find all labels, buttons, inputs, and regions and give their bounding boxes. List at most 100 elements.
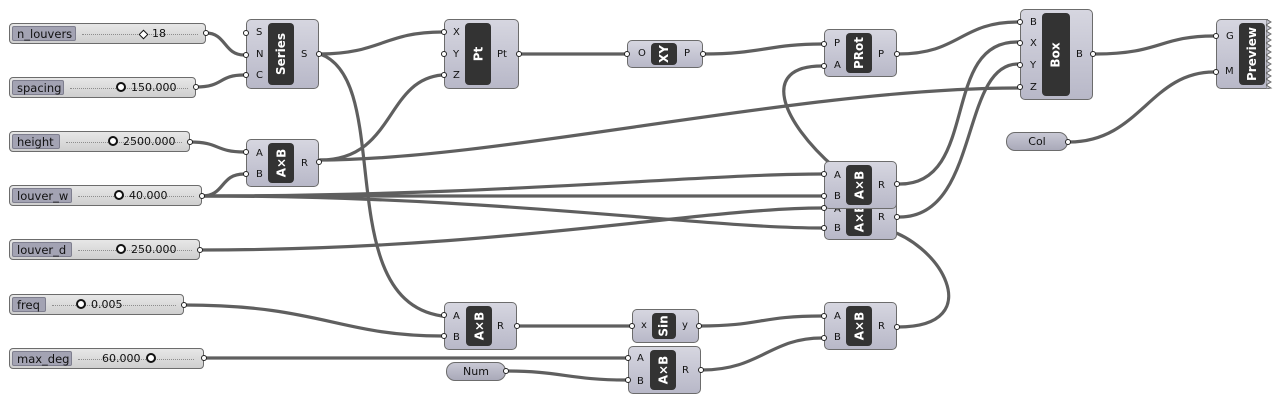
- output-grip[interactable]: [700, 51, 706, 57]
- output-grip[interactable]: [316, 159, 322, 165]
- port-label: R: [682, 365, 689, 376]
- input-grip[interactable]: [1213, 33, 1219, 39]
- output-grip[interactable]: [514, 323, 520, 329]
- output-grip[interactable]: [503, 368, 509, 374]
- series-component[interactable]: S N C Series S: [246, 19, 319, 89]
- slider-louver-w[interactable]: louver_w 40.000: [9, 185, 202, 206]
- input-grip[interactable]: [441, 72, 447, 78]
- output-grip[interactable]: [199, 193, 205, 199]
- input-grip[interactable]: [441, 333, 447, 339]
- slider-value: 18: [152, 27, 166, 40]
- output-grip[interactable]: [203, 30, 209, 36]
- plane-rotate-component[interactable]: P A PRot P: [824, 29, 897, 77]
- slider-knob[interactable]: [108, 136, 118, 146]
- output-grip[interactable]: [187, 139, 193, 145]
- slider-knob[interactable]: [116, 244, 126, 254]
- input-grip[interactable]: [441, 29, 447, 35]
- port-label: G: [1226, 31, 1234, 42]
- input-grip[interactable]: [625, 377, 631, 383]
- slider-track[interactable]: [66, 142, 182, 143]
- input-grip[interactable]: [821, 205, 827, 211]
- multiply-component[interactable]: A B A×B R: [246, 139, 319, 187]
- port-label: A: [834, 170, 841, 181]
- port-label: Y: [1030, 60, 1037, 71]
- slider-knob[interactable]: [76, 299, 86, 309]
- output-grip[interactable]: [516, 51, 522, 57]
- slider-track[interactable]: [70, 88, 188, 89]
- input-grip[interactable]: [821, 63, 827, 69]
- slider-knob[interactable]: [116, 82, 126, 92]
- input-grip[interactable]: [1213, 69, 1219, 75]
- preview-component[interactable]: G M Preview: [1216, 19, 1268, 89]
- output-grip[interactable]: [894, 324, 900, 330]
- input-grip[interactable]: [629, 323, 635, 329]
- output-grip[interactable]: [197, 247, 203, 253]
- slider-knob[interactable]: [138, 29, 149, 40]
- input-grip[interactable]: [821, 225, 827, 231]
- input-grip[interactable]: [821, 313, 827, 319]
- multiply-component[interactable]: A B A×B R: [824, 302, 897, 350]
- output-grip[interactable]: [181, 302, 187, 308]
- input-grip[interactable]: [441, 312, 447, 318]
- construct-point-component[interactable]: X Y Z Pt Pt: [444, 19, 519, 89]
- slider-value: 150.000: [131, 81, 177, 94]
- input-grip[interactable]: [821, 171, 827, 177]
- input-grip[interactable]: [243, 30, 249, 36]
- input-grip[interactable]: [1017, 19, 1023, 25]
- component-title: A×B: [268, 143, 294, 183]
- wire: [198, 206, 824, 252]
- slider-track[interactable]: [78, 196, 194, 197]
- multiply-component[interactable]: A B A×B R: [628, 346, 701, 394]
- input-grip[interactable]: [821, 193, 827, 199]
- port-label: A: [453, 311, 460, 322]
- port-label: y: [682, 320, 688, 331]
- slider-track[interactable]: [52, 305, 176, 306]
- output-grip[interactable]: [1065, 139, 1071, 145]
- input-grip[interactable]: [243, 171, 249, 177]
- component-title: Box: [1042, 13, 1070, 96]
- input-grip[interactable]: [441, 51, 447, 57]
- input-grip[interactable]: [243, 149, 249, 155]
- slider-louver-d[interactable]: louver_d 250.000: [9, 239, 200, 260]
- sine-component[interactable]: x Sin y: [632, 309, 699, 343]
- output-grip[interactable]: [316, 51, 322, 57]
- input-grip[interactable]: [821, 41, 827, 47]
- output-grip[interactable]: [894, 51, 900, 57]
- output-grip[interactable]: [894, 214, 900, 220]
- input-grip[interactable]: [243, 72, 249, 78]
- slider-spacing[interactable]: spacing 150.000: [9, 77, 196, 98]
- input-grip[interactable]: [624, 51, 630, 57]
- slider-knob[interactable]: [145, 353, 156, 363]
- output-grip[interactable]: [698, 367, 704, 373]
- colour-param[interactable]: Col: [1006, 132, 1068, 151]
- slider-n-louvers[interactable]: n_louvers 18: [9, 23, 206, 44]
- component-title: A×B: [846, 165, 872, 205]
- xy-plane-component[interactable]: O XY P: [627, 40, 703, 68]
- slider-track[interactable]: [78, 250, 192, 251]
- output-grip[interactable]: [193, 84, 199, 90]
- slider-max-deg[interactable]: max_deg 60.000: [9, 348, 204, 369]
- slider-track[interactable]: [78, 359, 194, 360]
- slider-knob[interactable]: [114, 190, 124, 200]
- number-param[interactable]: Num: [446, 362, 506, 381]
- output-grip[interactable]: [1090, 51, 1096, 57]
- input-grip[interactable]: [1017, 40, 1023, 46]
- slider-height[interactable]: height 2500.000: [9, 131, 190, 152]
- input-grip[interactable]: [625, 355, 631, 361]
- box-component[interactable]: B X Y Z Box B: [1020, 9, 1093, 100]
- port-label: x: [641, 320, 647, 331]
- port-label: P: [834, 38, 841, 49]
- output-grip[interactable]: [201, 355, 207, 361]
- input-grip[interactable]: [1017, 62, 1023, 68]
- multiply-component[interactable]: A B A×B R: [824, 161, 897, 209]
- output-grip[interactable]: [696, 323, 702, 329]
- multiply-component[interactable]: A B A×B R: [444, 302, 517, 350]
- input-grip[interactable]: [1017, 84, 1023, 90]
- input-grip[interactable]: [821, 335, 827, 341]
- port-label: B: [256, 169, 263, 180]
- port-label: M: [1225, 66, 1234, 77]
- slider-freq[interactable]: freq 0.005: [9, 294, 184, 315]
- input-grip[interactable]: [243, 52, 249, 58]
- output-grip[interactable]: [894, 181, 900, 187]
